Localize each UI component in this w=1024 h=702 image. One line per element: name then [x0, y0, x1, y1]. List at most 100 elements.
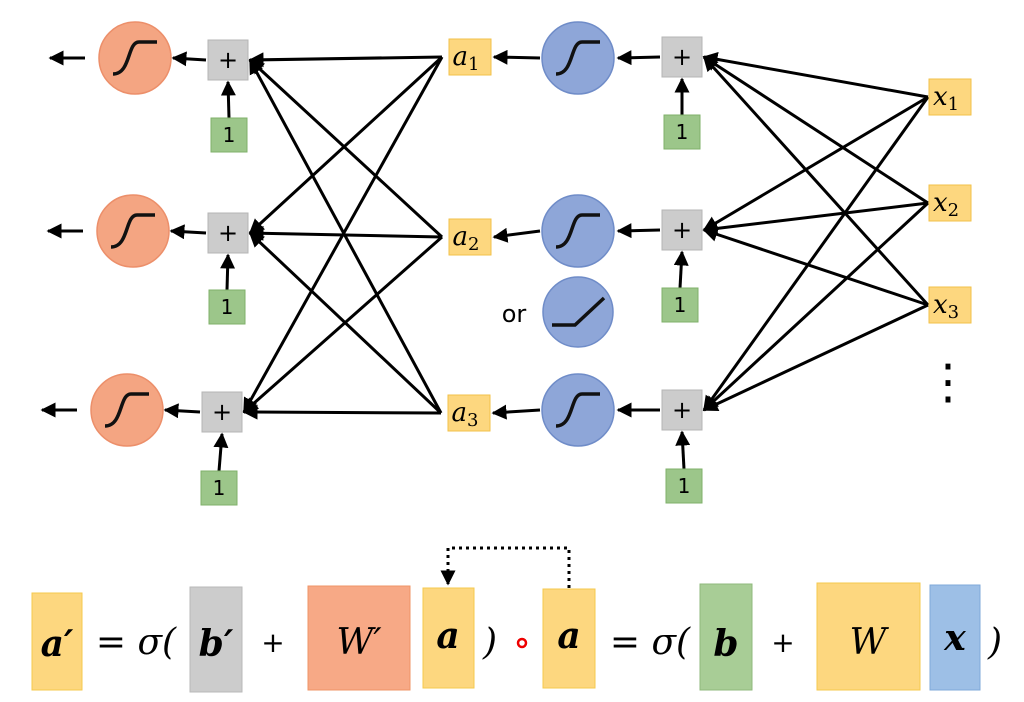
bias-label: 1 [221, 295, 234, 319]
eq-close-paren-1: ) [482, 622, 497, 663]
eq-plus-2: + [771, 626, 794, 659]
bias-arrow [220, 80, 236, 119]
sum-to-activation-arrow [163, 403, 201, 419]
bias-arrow [220, 253, 236, 291]
eq-w-box [816, 582, 921, 691]
variable-subscript: 3 [948, 302, 959, 323]
variable-name: x [933, 82, 948, 112]
plus-sign: + [218, 219, 238, 247]
sum-box [201, 391, 243, 433]
bias-label: 1 [676, 120, 689, 144]
activation-to-hidden-arrow [492, 227, 541, 243]
relu-icon [552, 296, 606, 327]
hidden-unit-a1: a1 [448, 38, 492, 76]
eq-x: x [943, 617, 966, 659]
connection-input-to-hidden [702, 96, 930, 412]
connection-hidden-to-output [242, 404, 442, 420]
connection-input-to-hidden [702, 201, 929, 236]
connection-hidden-to-output [248, 58, 443, 414]
variable-label: x3 [933, 290, 959, 323]
hidden-bias-node: 1 [663, 114, 701, 150]
hidden-bias-node: 1 [665, 468, 703, 504]
sigmoid-icon [555, 392, 600, 428]
input-x1: x1 [928, 78, 972, 116]
sigmoid-icon [555, 40, 600, 76]
hidden-sum-node: + [661, 209, 703, 251]
eq-x-box [929, 584, 981, 691]
bias-box [661, 287, 699, 323]
sum-to-activation-arrow [616, 50, 661, 66]
output-neuron-circle [98, 21, 172, 95]
variable-label: a1 [453, 42, 480, 75]
hidden-unit-a3: a3 [447, 394, 491, 432]
sum-to-activation-arrow [616, 223, 661, 239]
hidden-bias-node: 1 [661, 287, 699, 323]
eq-plus-1: + [261, 626, 284, 659]
eq-w-prime: W′ [336, 622, 381, 663]
bias-arrow [673, 250, 689, 289]
sigmoid-icon [104, 392, 149, 428]
sigmoid-icon [112, 40, 157, 76]
sum-to-activation-arrow [169, 224, 207, 240]
output-neuron [98, 21, 172, 95]
connection-input-to-hidden [702, 303, 929, 412]
connection-input-to-hidden [702, 201, 930, 412]
hidden-sum-node: + [661, 389, 703, 431]
variable-subscript: 2 [468, 234, 479, 255]
hidden-neuron-circle [541, 373, 615, 447]
relu-neuron [542, 276, 614, 348]
connection-input-to-hidden [702, 55, 929, 205]
variable-box [448, 38, 492, 76]
eq-b-box [699, 583, 753, 691]
plus-sign: + [672, 43, 692, 71]
connection-input-to-hidden [702, 51, 929, 99]
eq-a-box-1 [422, 587, 475, 689]
connection-input-to-hidden [702, 55, 930, 307]
variable-name: x [933, 188, 948, 218]
activation-to-hidden-arrow [492, 49, 541, 65]
bias-arrow [213, 432, 229, 472]
hidden-neuron [541, 21, 615, 95]
output-bias-node: 1 [208, 289, 246, 325]
eq-a-prime-box [31, 592, 83, 691]
bias-label: 1 [213, 476, 226, 500]
connection-hidden-to-output [248, 52, 443, 68]
eq-equals-sigma-1: = σ( [96, 622, 177, 663]
input-x3: x3 [928, 286, 972, 324]
connection-input-to-hidden [702, 95, 929, 232]
eq-b-prime-box [189, 586, 243, 693]
feedback-dotted-arrow [440, 546, 571, 588]
variable-box [448, 218, 492, 256]
connection-hidden-to-output [242, 235, 443, 414]
cursor-marker [516, 637, 528, 649]
bias-label: 1 [674, 293, 687, 317]
variable-box [928, 184, 972, 222]
output-sum-node: + [207, 39, 249, 81]
variable-name: a [453, 42, 469, 72]
connection-hidden-to-output [248, 231, 443, 415]
equation: a′ = σ( b′ + W′ a ) a = σ( b + W x ) [31, 546, 1002, 693]
variable-box [928, 286, 972, 324]
output-neuron [96, 194, 170, 268]
eq-a-2: a [557, 615, 580, 657]
eq-close-paren-2: ) [987, 622, 1002, 663]
plus-sign: + [672, 396, 692, 424]
hidden-neuron [541, 194, 615, 268]
hidden-neuron-circle [541, 21, 615, 95]
sum-box [661, 209, 703, 251]
eq-a-1: a [436, 615, 459, 657]
input-ellipsis: ⋮ [924, 354, 972, 410]
hidden-unit-a2: a2 [448, 218, 492, 256]
bias-label: 1 [678, 474, 691, 498]
variable-box [928, 78, 972, 116]
or-label: or [502, 300, 527, 328]
sum-box [661, 36, 703, 78]
plus-sign: + [218, 46, 238, 74]
bias-box [208, 289, 246, 325]
sum-box [207, 39, 249, 81]
variable-name: a [453, 222, 469, 252]
connection-hidden-to-output [248, 55, 444, 235]
variable-label: a2 [453, 222, 480, 255]
eq-equals-sigma-2: = σ( [610, 622, 691, 663]
